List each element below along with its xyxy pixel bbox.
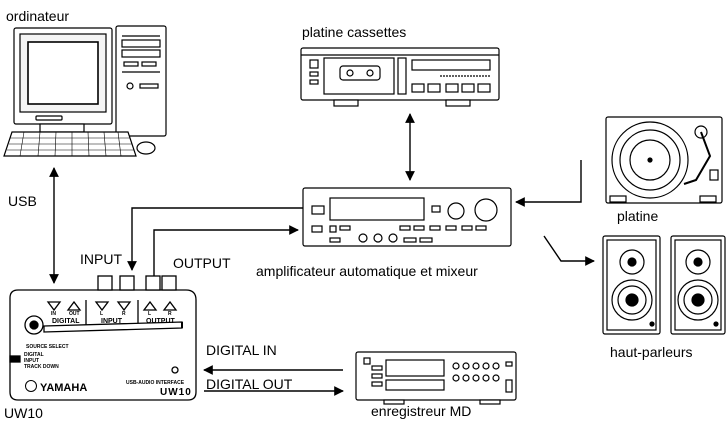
- md-recorder-label: enregistreur MD: [371, 403, 472, 419]
- uw10-out-label: OUT: [69, 311, 80, 317]
- digital-out-label: DIGITAL OUT: [206, 376, 293, 392]
- input-arrow: [127, 207, 303, 271]
- uw10-model-label: UW10: [160, 387, 192, 398]
- speaker-right-illustration: [670, 235, 726, 335]
- uw10-src-trackdown-label: TRACK DOWN: [24, 364, 59, 370]
- amplifier-label: amplificateur automatique et mixeur: [256, 263, 478, 279]
- uw10-input-l-label: L: [100, 311, 104, 317]
- turntable-label: platine: [617, 208, 659, 224]
- uw10-output-group-label: OUTPUT: [146, 318, 175, 325]
- digital-in-label: DIGITAL IN: [206, 342, 277, 358]
- uw10-output-r-label: R: [168, 311, 172, 317]
- yamaha-logo-icon: [25, 380, 37, 392]
- computer-illustration: [3, 25, 167, 157]
- connection-arrows: [49, 113, 595, 396]
- turntable-illustration: [605, 116, 723, 204]
- speaker-arrow: [543, 235, 595, 266]
- speaker-left-illustration: [602, 235, 661, 335]
- uw10-digital-label: DIGITAL: [52, 318, 80, 325]
- usb-label: USB: [8, 193, 37, 209]
- uw10-input-group-label: INPUT: [101, 318, 122, 325]
- uw10-iface-label: USB-AUDIO INTERFACE: [126, 380, 185, 386]
- uw10-brand-label: YAMAHA: [40, 382, 88, 394]
- speakers-label: haut-parleurs: [610, 344, 693, 360]
- uw10-in-label: IN: [51, 311, 56, 317]
- md-recorder-illustration: [355, 351, 517, 405]
- output-label: OUTPUT: [173, 255, 231, 271]
- output-arrow: [153, 225, 299, 276]
- uw10-label: UW10: [4, 405, 43, 421]
- uw10-src-digital-label: DIGITAL: [24, 352, 44, 358]
- cassette-deck-label: platine cassettes: [302, 24, 407, 40]
- uw10-illustration: [9, 275, 197, 401]
- uw10-source-select-label: SOURCE SELECT: [26, 344, 69, 350]
- uw10-output-l-label: L: [148, 311, 152, 317]
- uw10-input-r-label: R: [122, 311, 126, 317]
- amplifier-illustration: [302, 187, 512, 247]
- cassette-deck-illustration: [300, 47, 500, 107]
- uw10-src-input-label: INPUT: [24, 358, 39, 364]
- turntable-arrow: [515, 160, 582, 207]
- computer-label: ordinateur: [6, 8, 70, 24]
- input-label: INPUT: [80, 251, 122, 267]
